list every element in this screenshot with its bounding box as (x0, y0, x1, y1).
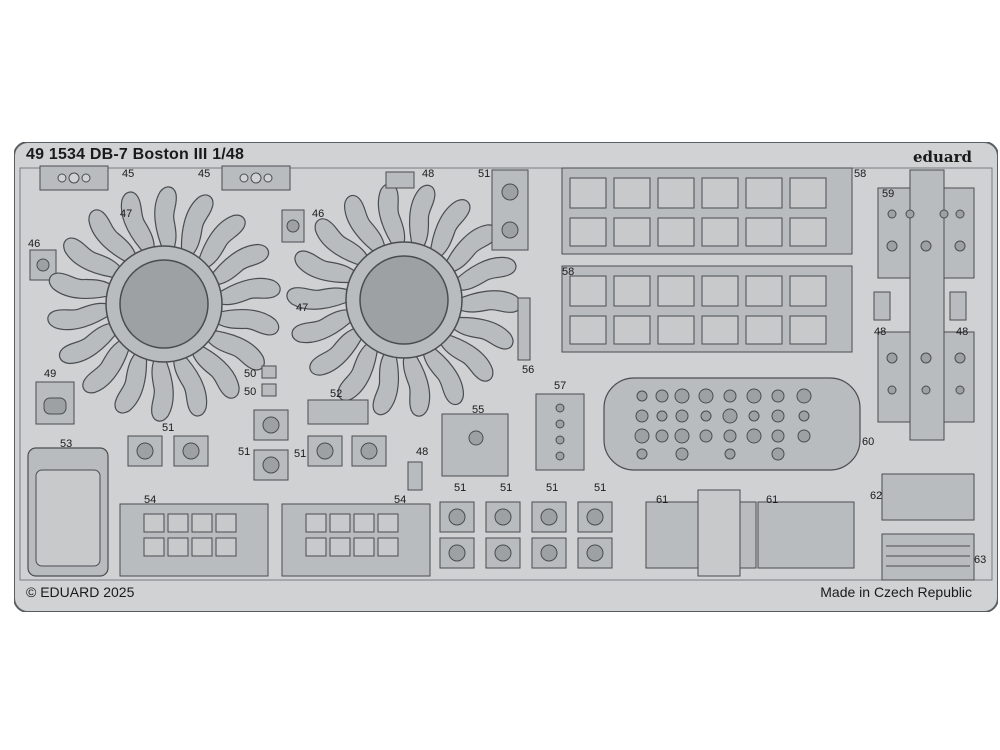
part-number: 63 (974, 554, 987, 566)
part-number: 51 (546, 482, 559, 494)
sheet-title: 49 1534 DB-7 Boston III 1/48 (26, 146, 245, 163)
part-number: 58 (562, 266, 575, 278)
part-number: 51 (500, 482, 513, 494)
part-number: 62 (870, 490, 883, 502)
part-number: 45 (122, 168, 135, 180)
part-number: 58 (854, 168, 867, 180)
part-number: 51 (238, 446, 251, 458)
brand-logo: eduard (912, 148, 972, 166)
part-number: 48 (874, 326, 887, 338)
part-number: 57 (554, 380, 567, 392)
part-number: 53 (60, 438, 73, 450)
part-number: 59 (882, 188, 895, 200)
part-number: 61 (766, 494, 779, 506)
part-number: 47 (296, 302, 309, 314)
part-number: 51 (454, 482, 467, 494)
part-number: 48 (416, 446, 429, 458)
part-number: 51 (294, 448, 307, 460)
part-number: 45 (198, 168, 211, 180)
part-number: 48 (956, 326, 969, 338)
part-number: 49 (44, 368, 57, 380)
part-number: 50 (244, 386, 257, 398)
part-number: 56 (522, 364, 535, 376)
part-number: 47 (120, 208, 133, 220)
part-number: 52 (330, 388, 343, 400)
part-number: 51 (162, 422, 175, 434)
part-number: 51 (478, 168, 491, 180)
part-number: 50 (244, 368, 257, 380)
copyright-text: © EDUARD 2025 (26, 584, 135, 600)
part-number: 51 (594, 482, 607, 494)
part-number: 61 (656, 494, 669, 506)
part-number: 55 (472, 404, 485, 416)
origin-text: Made in Czech Republic (820, 584, 972, 600)
photo-etch-fret (14, 142, 998, 612)
part-number: 46 (28, 238, 41, 250)
part-number: 54 (144, 494, 157, 506)
part-number: 48 (422, 168, 435, 180)
part-number: 54 (394, 494, 407, 506)
part-number: 60 (862, 436, 875, 448)
part-number: 46 (312, 208, 325, 220)
